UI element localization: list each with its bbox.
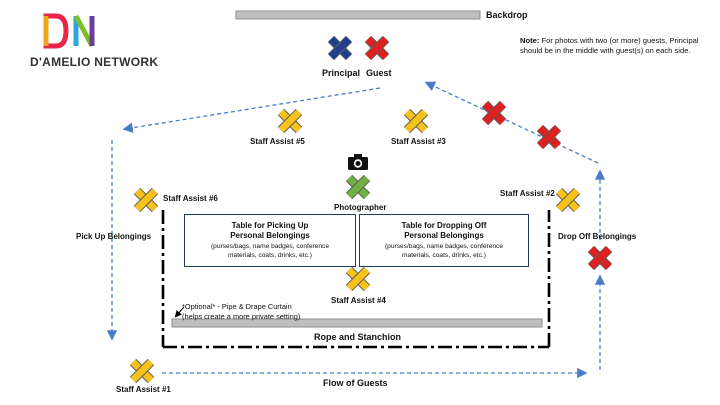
backdrop-bar — [235, 10, 481, 20]
photographer-label: Photographer — [334, 203, 387, 212]
table-dropoff: Table for Dropping Off Personal Belongin… — [359, 214, 529, 267]
flow-guest-marker-2 — [536, 124, 562, 150]
guest-marker — [364, 35, 390, 61]
staff-assist-1-marker — [129, 358, 155, 384]
flow-guest-marker-1 — [481, 100, 507, 126]
principal-marker — [327, 35, 353, 61]
table-pickup-title-line1: Table for Picking Up — [231, 221, 309, 230]
pointer-arrow-icon — [174, 306, 185, 318]
note-text: Note: For photos with two (or more) gues… — [520, 36, 716, 56]
staff-assist-6-label: Staff Assist #6 — [163, 194, 218, 203]
staff-assist-3-marker — [403, 108, 429, 134]
table-dropoff-title-line1: Table for Dropping Off — [401, 221, 487, 230]
table-pickup-title: Table for Picking Up Personal Belongings — [185, 221, 355, 240]
rope-label: Rope and Stanchion — [314, 332, 402, 342]
flow-label: Flow of Guests — [323, 378, 388, 388]
backdrop-label: Backdrop — [486, 10, 528, 20]
staff-assist-5-marker — [277, 108, 303, 134]
staff-assist-4-marker — [345, 266, 371, 292]
guest-flow-path — [106, 81, 606, 379]
table-pickup-desc-line1: (purses/bags, name badges, conference — [210, 243, 330, 250]
table-dropoff-desc-line1: (purses/bags, name badges, conference — [384, 243, 504, 250]
note-body: For photos with two (or more) guests, Pr… — [520, 36, 699, 55]
guest-label: Guest — [366, 68, 392, 78]
table-dropoff-title: Table for Dropping Off Personal Belongin… — [360, 221, 528, 240]
staff-assist-2-label: Staff Assist #2 — [500, 189, 555, 198]
staff-assist-5-label: Staff Assist #5 — [250, 137, 305, 146]
table-pickup: Table for Picking Up Personal Belongings… — [184, 214, 356, 267]
photographer-marker — [345, 174, 371, 200]
pickup-belongings-label: Pick Up Belongings — [76, 232, 152, 241]
logo-mark — [43, 13, 95, 49]
curtain-subtitle: (helps create a more private setting) — [182, 312, 301, 321]
principal-label: Principal — [322, 68, 361, 78]
dropoff-guest-marker — [587, 245, 613, 271]
logo-wordmark: D'AMELIO NETWORK — [30, 55, 159, 69]
staff-assist-1-label: Staff Assist #1 — [116, 385, 171, 394]
table-dropoff-desc: (purses/bags, name badges, conference ma… — [360, 243, 528, 260]
curtain-note: *Optional* - Pipe & Drape Curtain (helps… — [182, 302, 300, 322]
table-dropoff-title-line2: Personal Belongings — [404, 230, 484, 240]
table-pickup-desc: (purses/bags, name badges, conference ma… — [185, 243, 355, 260]
staff-assist-4-label: Staff Assist #4 — [331, 296, 386, 305]
table-pickup-title-line2: Personal Belongings — [230, 230, 310, 240]
dropoff-belongings-label: Drop Off Belongings — [558, 232, 637, 241]
curtain-title: *Optional* - Pipe & Drape Curtain — [182, 302, 292, 311]
curtain-bar — [171, 318, 543, 328]
rope-and-stanchion — [161, 210, 551, 349]
table-dropoff-desc-line2: materials, coats, drinks, etc.) — [402, 251, 486, 259]
camera-icon — [348, 154, 368, 170]
staff-assist-3-label: Staff Assist #3 — [391, 137, 446, 146]
staff-assist-2-marker — [555, 187, 581, 213]
note-prefix: Note: — [520, 36, 540, 45]
staff-assist-6-marker — [133, 187, 159, 213]
table-pickup-desc-line2: materials, coats, drinks, etc.) — [228, 251, 312, 259]
